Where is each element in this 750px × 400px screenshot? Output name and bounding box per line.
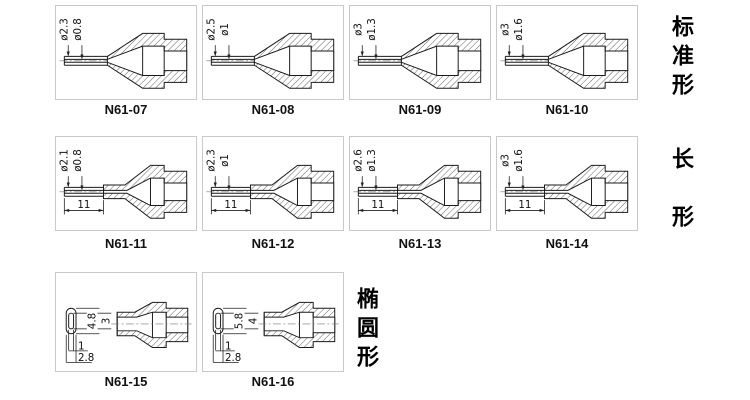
category-label-oval: 椭圆形 [353, 287, 378, 374]
dimension-label: 11 [518, 199, 531, 211]
nozzle-drawing-standard: ø2.5 ø1 [205, 18, 335, 89]
nozzle-drawing-long: ø2.3 ø1 11 [205, 149, 335, 219]
dimension-label: ø2.5 [205, 18, 217, 41]
nozzle-cell: ø3 ø1.6 [496, 5, 638, 100]
dimension-label: 2.8 [225, 352, 241, 364]
dimension-label: 4.8 [87, 313, 99, 329]
dimension-label: ø1.6 [513, 149, 525, 172]
dimension-label: 5.8 [234, 313, 246, 329]
part-number-label: N61-13 [398, 236, 442, 251]
dimension-label: ø1.6 [513, 18, 525, 41]
dimension-label: ø1 [219, 23, 231, 36]
dimension-label: 11 [224, 199, 237, 211]
part-number-label: N61-16 [251, 374, 295, 389]
nozzle-cell: 1 2.8 5.8 4 [202, 272, 344, 372]
dimension-label: ø2.6 [352, 149, 364, 172]
dimension-label: 3 [100, 318, 112, 325]
dimension-label: ø1.3 [366, 149, 378, 172]
dimension-label: ø1 [219, 154, 231, 167]
nozzle-drawing-long: ø3 ø1.6 11 [499, 149, 629, 219]
dimension-label: ø3 [499, 23, 511, 36]
part-number-label: N61-14 [545, 236, 589, 251]
category-label-long: 长形 [668, 147, 693, 263]
dimension-label: ø0.8 [72, 18, 84, 41]
dimension-label: 2.8 [78, 352, 94, 364]
dimension-label: ø2.1 [58, 149, 70, 172]
part-number-label: N61-11 [105, 236, 147, 251]
dimension-label: ø2.3 [205, 149, 217, 172]
dimension-label: 4 [247, 318, 259, 325]
nozzle-side-view [111, 301, 192, 348]
nozzle-drawing-oval: 1 2.8 5.8 4 [212, 301, 339, 364]
dimension-label: 1 [78, 340, 85, 352]
dimension-label: 11 [77, 199, 90, 211]
dimension-label: ø2.3 [58, 18, 70, 41]
part-number-label: N61-09 [398, 102, 442, 117]
part-number-label: N61-07 [104, 102, 148, 117]
dimension-label: ø3 [352, 23, 364, 36]
part-number-label: N61-12 [251, 236, 295, 251]
dimension-label: 11 [371, 199, 384, 211]
nozzle-cell: ø3 ø1.6 11 [496, 136, 638, 231]
nozzle-cell: ø2.3 ø1 11 [202, 136, 344, 231]
part-number-label: N61-08 [251, 102, 295, 117]
nozzle-drawing-long: ø2.1 ø0.8 11 [58, 149, 188, 219]
nozzle-side-view [258, 301, 339, 348]
dimension-label: 1 [225, 340, 232, 352]
nozzle-cell: ø2.3 ø0.8 [55, 5, 197, 100]
dimension-label: ø0.8 [72, 149, 84, 172]
nozzle-drawing-standard: ø3 ø1.6 [499, 18, 629, 89]
nozzle-drawing-oval: 1 2.8 4.8 3 [65, 301, 192, 364]
nozzle-drawing-standard: ø2.3 ø0.8 [58, 18, 188, 89]
nozzle-front-view [65, 307, 77, 335]
part-number-label: N61-10 [545, 102, 589, 117]
nozzle-cell: ø2.5 ø1 [202, 5, 344, 100]
nozzle-cell: ø3 ø1.3 [349, 5, 491, 100]
dimension-label: ø1.3 [366, 18, 378, 41]
nozzle-drawing-standard: ø3 ø1.3 [352, 18, 482, 89]
dimension-label: ø3 [499, 154, 511, 167]
category-label-standard: 标准形 [668, 15, 693, 102]
nozzle-cell: ø2.1 ø0.8 11 [55, 136, 197, 231]
nozzle-drawing-long: ø2.6 ø1.3 11 [352, 149, 482, 219]
nozzle-cell: 1 2.8 4.8 3 [55, 272, 197, 372]
part-number-label: N61-15 [104, 374, 148, 389]
nozzle-front-view [212, 307, 224, 335]
nozzle-cell: ø2.6 ø1.3 11 [349, 136, 491, 231]
